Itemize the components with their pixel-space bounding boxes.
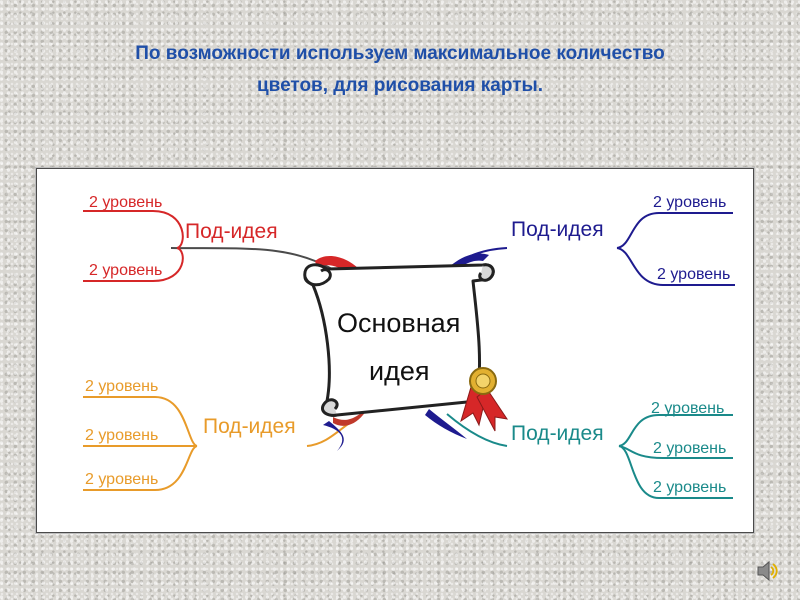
ribbon-blue-bottom-left bbox=[323, 421, 344, 451]
branch-line-top-right-2 bbox=[616, 247, 735, 286]
branch-top-left: Под-идея 2 уровень 2 уровень bbox=[83, 194, 338, 282]
sub-idea-label: Под-идея bbox=[203, 415, 296, 438]
branch-line-top-right bbox=[616, 212, 733, 249]
connector-bottom-right bbox=[446, 413, 508, 447]
level2-label: 2 уровень bbox=[85, 378, 158, 395]
level2-label: 2 уровень bbox=[89, 262, 162, 279]
branch-line-bottom-right bbox=[618, 414, 733, 447]
branch-line-bottom-left bbox=[83, 396, 198, 447]
mind-map-panel: Под-идея 2 уровень 2 уровень Под-идея 2 … bbox=[36, 168, 754, 533]
level2-label: 2 уровень bbox=[653, 440, 726, 457]
scroll-top-right-curl bbox=[478, 263, 495, 282]
branch-line-top-left-2 bbox=[83, 247, 184, 282]
branch-bottom-left: Под-идея 2 уровень 2 уровень 2 уровень bbox=[83, 378, 360, 491]
level2-label: 2 уровень bbox=[651, 400, 724, 417]
ribbon-blue-bottom-right bbox=[425, 409, 467, 439]
sub-idea-label: Под-идея bbox=[511, 218, 604, 241]
branch-top-right: Под-идея 2 уровень 2 уровень bbox=[448, 194, 735, 286]
level2-label: 2 уровень bbox=[85, 427, 158, 444]
mind-map-diagram: Под-идея 2 уровень 2 уровень Под-идея 2 … bbox=[83, 194, 735, 499]
branch-bottom-right: Под-идея 2 уровень 2 уровень 2 уровень bbox=[446, 400, 733, 499]
level2-label: 2 уровень bbox=[657, 266, 730, 283]
speaker-icon[interactable] bbox=[756, 560, 780, 582]
sub-idea-label: Под-идея bbox=[511, 422, 604, 445]
slide-title: По возможности используем максимальное к… bbox=[20, 38, 780, 102]
sub-idea-label: Под-идея bbox=[185, 220, 278, 243]
central-idea-line-1: Основная bbox=[337, 308, 460, 338]
level2-label: 2 уровень bbox=[89, 194, 162, 211]
level2-label: 2 уровень bbox=[653, 194, 726, 211]
level2-label: 2 уровень bbox=[653, 479, 726, 496]
slide-title-line-2: цветов, для рисования карты. bbox=[256, 75, 544, 96]
scroll-top-curl bbox=[303, 268, 332, 287]
scroll-icon bbox=[303, 263, 495, 417]
ribbon-red-bottom-left bbox=[333, 405, 371, 426]
branch-line-bottom-left-3 bbox=[83, 445, 198, 491]
level2-label: 2 уровень bbox=[85, 471, 158, 488]
slide-title-line-1: По возможности используем максимальное к… bbox=[135, 43, 665, 64]
central-idea-line-2: идея bbox=[369, 356, 429, 386]
central-scroll: Основная идея bbox=[303, 253, 509, 451]
branch-line-top-left bbox=[83, 210, 184, 249]
scroll-bottom-curl bbox=[321, 398, 339, 417]
ribbon-seal-icon bbox=[460, 367, 509, 432]
branch-line-bottom-right-3 bbox=[618, 445, 733, 499]
